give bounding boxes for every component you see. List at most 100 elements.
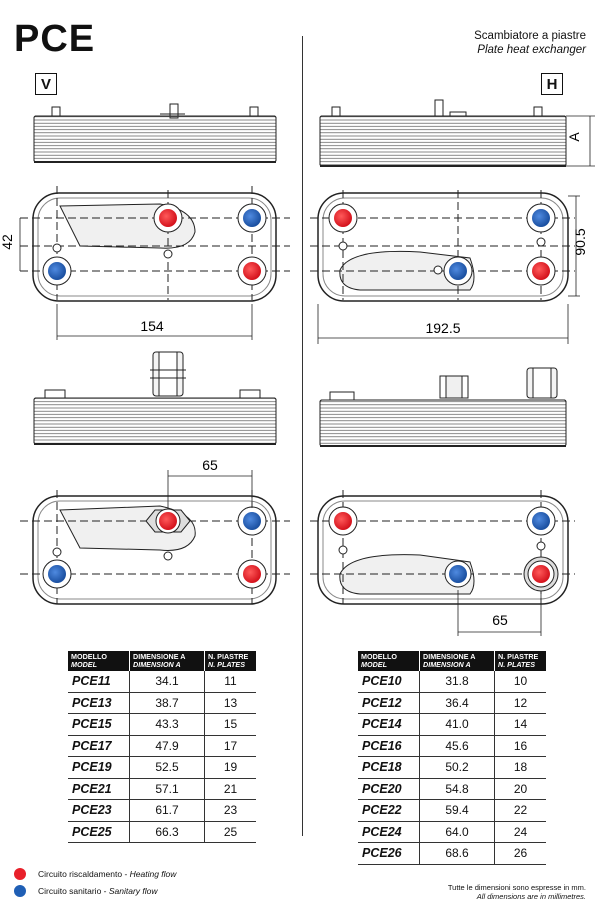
cell-plates: 12 — [494, 692, 546, 714]
legend-sanitary: Circuito sanitario - Sanitary flow — [38, 886, 158, 896]
legend-heating: Circuito riscaldamento - Heating flow — [38, 869, 177, 879]
cell-model: PCE17 — [68, 735, 130, 757]
cell-plates: 15 — [204, 713, 256, 736]
cell-model: PCE16 — [358, 735, 420, 757]
view-label-v: V — [35, 73, 57, 95]
h-side-view-bottom — [319, 367, 567, 447]
cell-dimension: 50.2 — [419, 756, 495, 779]
h-side-view-top — [319, 99, 595, 167]
h-height-label: 90.5 — [572, 228, 588, 255]
cell-dimension: 43.3 — [129, 713, 205, 736]
cell-dimension: 38.7 — [129, 692, 205, 714]
cell-plates: 11 — [204, 671, 256, 693]
view-label-h: H — [541, 73, 563, 95]
cell-dimension: 47.9 — [129, 735, 205, 757]
sanitary-flow-dot — [14, 885, 26, 897]
cell-plates: 14 — [494, 713, 546, 736]
cell-model: PCE25 — [68, 821, 130, 843]
cell-model: PCE10 — [358, 671, 420, 693]
subtitle-italian: Scambiatore a piastre — [474, 30, 586, 42]
h-dimension-lines — [317, 195, 580, 344]
cell-dimension: 54.8 — [419, 778, 495, 800]
cell-model: PCE11 — [68, 671, 130, 693]
cell-plates: 23 — [204, 799, 256, 822]
cell-dimension: 64.0 — [419, 821, 495, 843]
cell-plates: 20 — [494, 778, 546, 800]
h-thickness-label: A — [566, 132, 582, 142]
cell-dimension: 45.6 — [419, 735, 495, 757]
cell-model: PCE23 — [68, 799, 130, 822]
cell-model: PCE12 — [358, 692, 420, 714]
cell-plates: 16 — [494, 735, 546, 757]
cell-plates: 10 — [494, 671, 546, 693]
cell-plates: 17 — [204, 735, 256, 757]
v-side-view-top — [33, 103, 277, 163]
cell-model: PCE22 — [358, 799, 420, 822]
cell-plates: 24 — [494, 821, 546, 843]
center-divider — [302, 36, 303, 836]
footnote: Tutte le dimensioni sono espresse in mm.… — [447, 883, 586, 901]
cell-model: PCE14 — [358, 713, 420, 736]
cell-dimension: 57.1 — [129, 778, 205, 800]
cell-dimension: 36.4 — [419, 692, 495, 714]
technical-drawings: 42 154 A — [0, 99, 595, 636]
cell-dimension: 34.1 — [129, 671, 205, 693]
cell-plates: 13 — [204, 692, 256, 714]
cell-plates: 26 — [494, 842, 546, 865]
cell-model: PCE13 — [68, 692, 130, 714]
cell-plates: 18 — [494, 756, 546, 779]
h-front-view-bottom — [310, 490, 575, 636]
v-offset-label: 65 — [202, 457, 218, 473]
h-offset-label: 65 — [492, 612, 508, 628]
cell-dimension: 66.3 — [129, 821, 205, 843]
cell-dimension: 61.7 — [129, 799, 205, 822]
cell-model: PCE21 — [68, 778, 130, 800]
page-title: PCE — [14, 18, 96, 60]
cell-model: PCE19 — [68, 756, 130, 779]
h-front-view-top — [310, 190, 575, 302]
cell-model: PCE26 — [358, 842, 420, 865]
cell-dimension: 31.8 — [419, 671, 495, 693]
cell-dimension: 41.0 — [419, 713, 495, 736]
heating-flow-dot — [14, 868, 26, 880]
v-front-view-bottom — [20, 470, 290, 605]
cell-dimension: 52.5 — [129, 756, 205, 779]
cell-model: PCE24 — [358, 821, 420, 843]
cell-dimension: 59.4 — [419, 799, 495, 822]
cell-plates: 25 — [204, 821, 256, 843]
v-front-view-top — [20, 186, 290, 302]
subtitle-english: Plate heat exchanger — [477, 44, 586, 56]
v-height-label: 42 — [0, 234, 15, 250]
h-width-label: 192.5 — [425, 320, 460, 336]
cell-dimension: 68.6 — [419, 842, 495, 865]
v-dimension-lines — [19, 218, 253, 340]
cell-model: PCE20 — [358, 778, 420, 800]
cell-model: PCE18 — [358, 756, 420, 779]
v-side-view-bottom — [33, 351, 277, 445]
cell-model: PCE15 — [68, 713, 130, 736]
cell-plates: 22 — [494, 799, 546, 822]
